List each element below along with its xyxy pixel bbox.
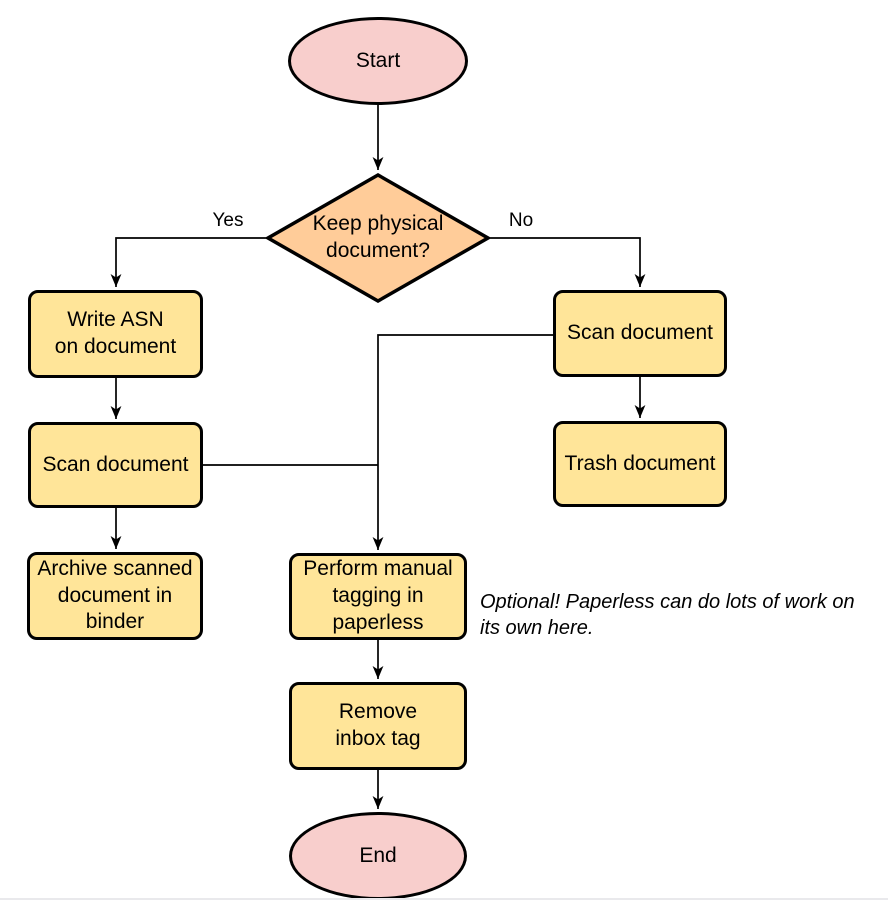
edge-label-yes: Yes: [212, 210, 244, 231]
node-end: End: [289, 812, 467, 900]
bottom-divider: [0, 898, 888, 900]
node-write-asn: Write ASN on document: [28, 290, 203, 378]
node-start: Start: [288, 17, 468, 105]
node-decision: Keep physical document?: [266, 173, 490, 303]
node-write-asn-label: Write ASN on document: [54, 308, 177, 358]
node-trash-document: Trash document: [553, 421, 727, 507]
node-start-label: Start: [355, 48, 401, 72]
node-remove-inbox-tag-label: Remove inbox tag: [335, 700, 421, 750]
node-scan-document-left: Scan document: [28, 422, 203, 508]
node-trash-document-label: Trash document: [564, 451, 716, 475]
edge-decision-no-to-scan-right: [490, 237, 646, 287]
node-scan-document-right-label: Scan document: [567, 321, 713, 345]
node-end-label: End: [359, 843, 397, 867]
node-scan-document-left-label: Scan document: [42, 452, 189, 476]
node-manual-tagging: Perform manual tagging in paperless: [289, 553, 467, 640]
edge-decision-yes-to-write-asn: [110, 237, 266, 287]
node-decision-label: Keep physical document?: [312, 212, 444, 262]
node-scan-document-right: Scan document: [553, 290, 727, 377]
node-archive-in-binder-label: Archive scanned document in binder: [37, 556, 193, 634]
optional-note: Optional! Paperless can do lots of work …: [480, 591, 855, 639]
edge-scan-right-to-tagging: [372, 334, 553, 550]
node-archive-in-binder: Archive scanned document in binder: [27, 552, 203, 640]
node-remove-inbox-tag: Remove inbox tag: [289, 682, 467, 770]
edge-label-no: No: [508, 210, 534, 231]
node-manual-tagging-label: Perform manual tagging in paperless: [303, 557, 453, 634]
decision-diamond-shape: [266, 173, 490, 303]
